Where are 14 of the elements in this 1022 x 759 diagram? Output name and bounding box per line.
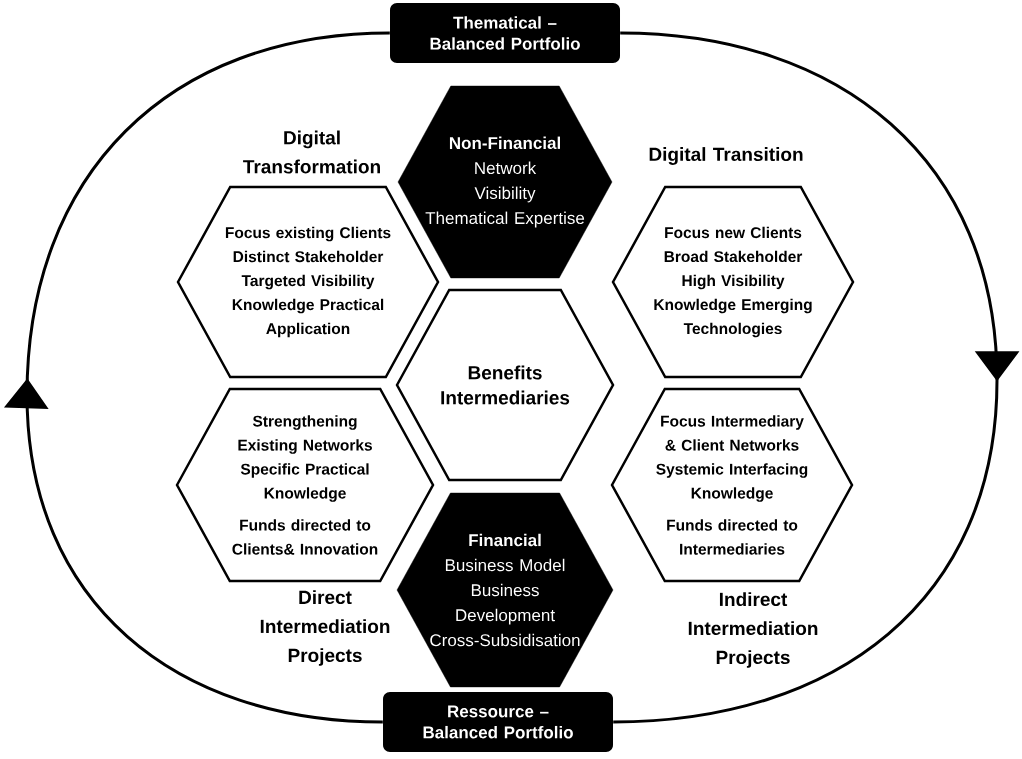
hexagon: Focus Intermediary & Client Networks Systemic Interfacing Knowledge Funds directed to Intermediaries (610, 387, 854, 583)
cycle-arrow (3, 31, 390, 724)
hexagon-heading: Digital Transition (649, 147, 803, 165)
hexagon: Focus new Clients Broad Stakeholder High Visibility Knowledge Emerging Technologies (611, 185, 855, 379)
hexagon-heading: Digital Transformation (243, 130, 380, 174)
cycle-arrow (613, 31, 1020, 724)
hexagon-heading: Indirect Intermediation Projects (688, 592, 818, 668)
hexagon: Financial Business Model Business Development Cross-Subsidisation (396, 492, 614, 688)
hexagon: Strengthening Existing Networks Specific Practical Knowledge Funds directed to Clients& Innovation (175, 387, 435, 583)
portfolio-box: Ressource – Balanced Portfolio (383, 692, 613, 752)
hexagon: Non-Financial Network Visibility Thematical Expertise (397, 85, 613, 279)
portfolio-box: Thematical – Balanced Portfolio (390, 3, 620, 63)
hexagon-heading: Direct Intermediation Projects (260, 590, 390, 666)
hexagon: Benefits Intermediaries (395, 288, 615, 482)
